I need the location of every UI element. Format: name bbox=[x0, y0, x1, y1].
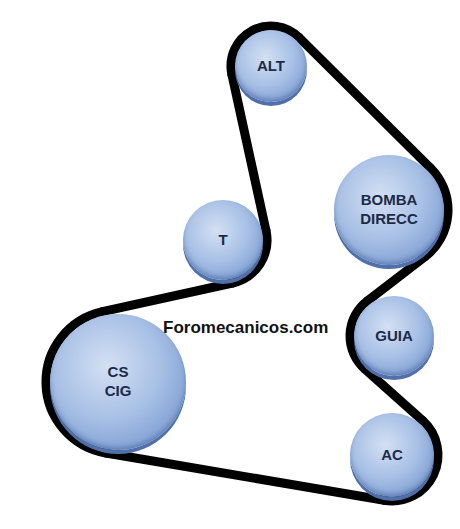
pulley-label: AC bbox=[381, 446, 403, 465]
steering-pump-pulley: BOMBA DIRECC bbox=[334, 155, 444, 265]
pulley-label: T bbox=[218, 231, 227, 250]
belt-segment bbox=[103, 283, 233, 312]
pulley-label: ALT bbox=[257, 57, 285, 76]
watermark: Foromecanicos.com bbox=[163, 318, 328, 338]
pulley-label: BOMBA DIRECC bbox=[360, 191, 418, 229]
belt-segment bbox=[299, 38, 430, 169]
idler-pulley: GUIA bbox=[354, 296, 434, 376]
belt-segment bbox=[106, 453, 384, 500]
tensioner-pulley: T bbox=[183, 200, 263, 280]
alternator-pulley: ALT bbox=[235, 30, 307, 102]
ac-compressor-pulley: AC bbox=[350, 413, 434, 497]
pulley-label: CS CIG bbox=[105, 363, 132, 401]
pulley-label: GUIA bbox=[375, 327, 413, 346]
